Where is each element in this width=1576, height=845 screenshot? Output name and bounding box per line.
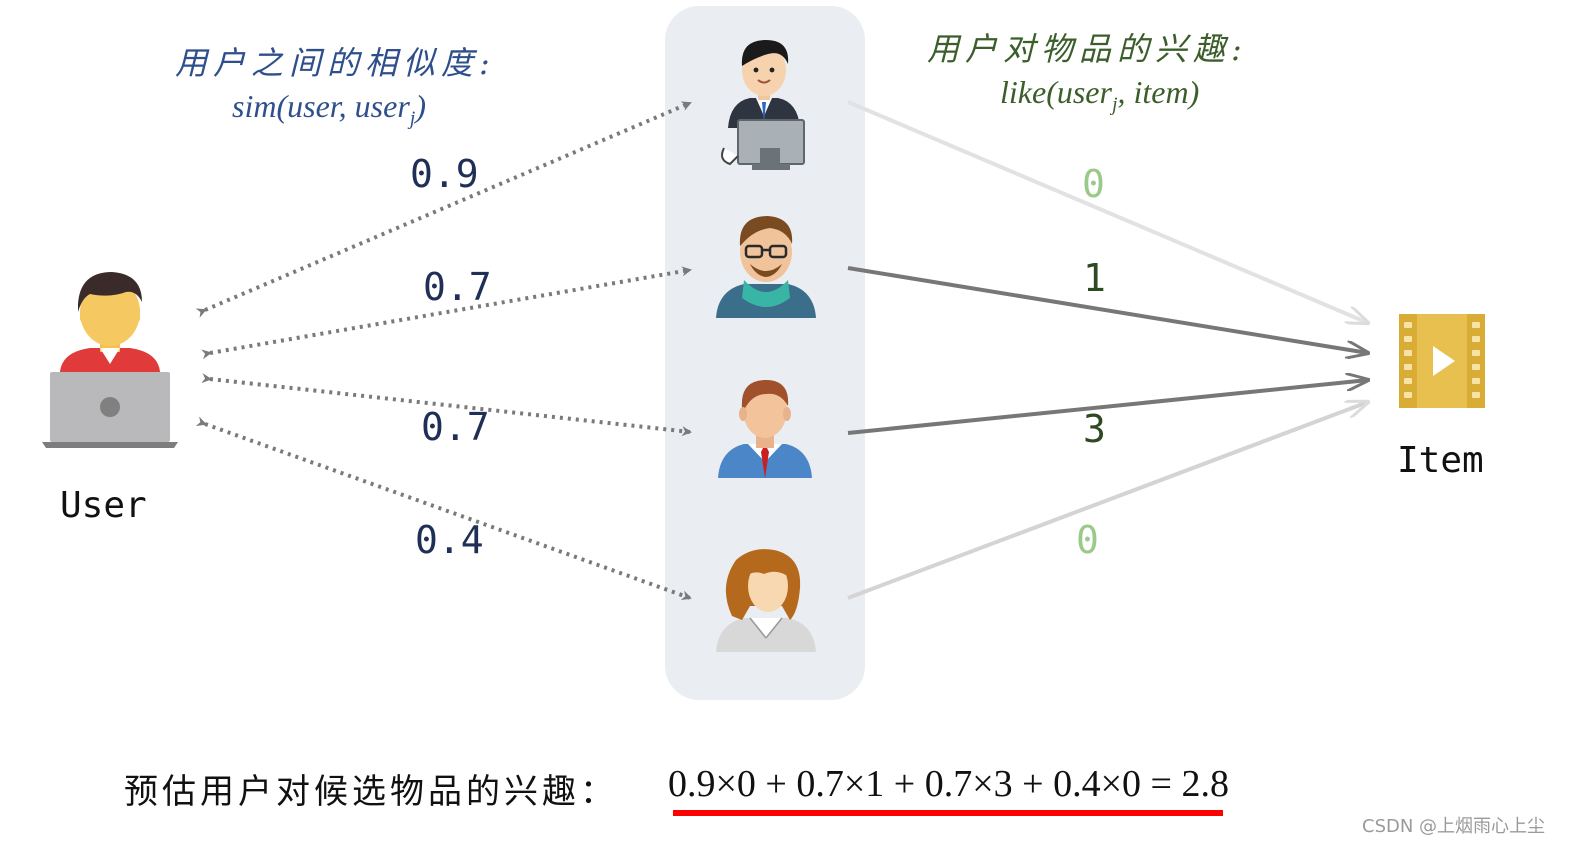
similarity-formula-sub: j xyxy=(409,107,416,130)
prediction-label: 预估用户对候选物品的兴趣： xyxy=(124,772,618,812)
person-tie-icon xyxy=(718,380,812,478)
similarity-value-2: 0.7 xyxy=(423,265,492,309)
interest-value-4: 0 xyxy=(1076,518,1099,562)
interest-value-1: 0 xyxy=(1082,162,1105,206)
person-glasses-scarf-icon xyxy=(716,216,816,318)
user-laptop-icon xyxy=(42,272,178,448)
interest-formula-close: , item) xyxy=(1117,74,1200,110)
interest-value-2: 1 xyxy=(1083,256,1106,300)
similarity-value-4: 0.4 xyxy=(415,518,484,562)
prediction-formula: 0.9×0 + 0.7×1 + 0.7×3 + 0.4×0 = 2.8 xyxy=(668,763,1229,805)
interest-title: 用户对物品的兴趣: xyxy=(927,30,1248,68)
interest-arrow-4 xyxy=(847,402,1368,600)
interest-value-3: 3 xyxy=(1083,407,1106,451)
interest-arrow-1 xyxy=(847,100,1368,323)
person-woman-icon xyxy=(716,549,816,652)
item-label: Item xyxy=(1397,440,1484,481)
formula-underline xyxy=(673,810,1223,816)
user-label: User xyxy=(60,485,147,526)
interest-formula-main: like(user xyxy=(1000,74,1112,110)
similarity-formula-main: sim(user, user xyxy=(232,88,410,124)
similarity-value-1: 0.9 xyxy=(410,152,479,196)
similarity-arrow-2 xyxy=(201,266,692,360)
interest-formula: like(userj, item) xyxy=(1000,74,1199,116)
similarity-arrow-4 xyxy=(195,416,692,601)
watermark: CSDN @上烟雨心上尘 xyxy=(1362,816,1546,837)
similarity-value-3: 0.7 xyxy=(421,405,490,449)
person-computer-icon xyxy=(721,40,805,170)
interest-arrow-2 xyxy=(847,266,1368,353)
similarity-title: 用户之间的相似度: xyxy=(175,44,496,82)
similarity-formula: sim(user, userj) xyxy=(232,88,426,130)
interest-arrow-3 xyxy=(847,380,1368,435)
video-file-icon xyxy=(1399,314,1485,408)
interest-formula-sub: j xyxy=(1111,93,1118,116)
similarity-formula-close: ) xyxy=(415,88,426,124)
